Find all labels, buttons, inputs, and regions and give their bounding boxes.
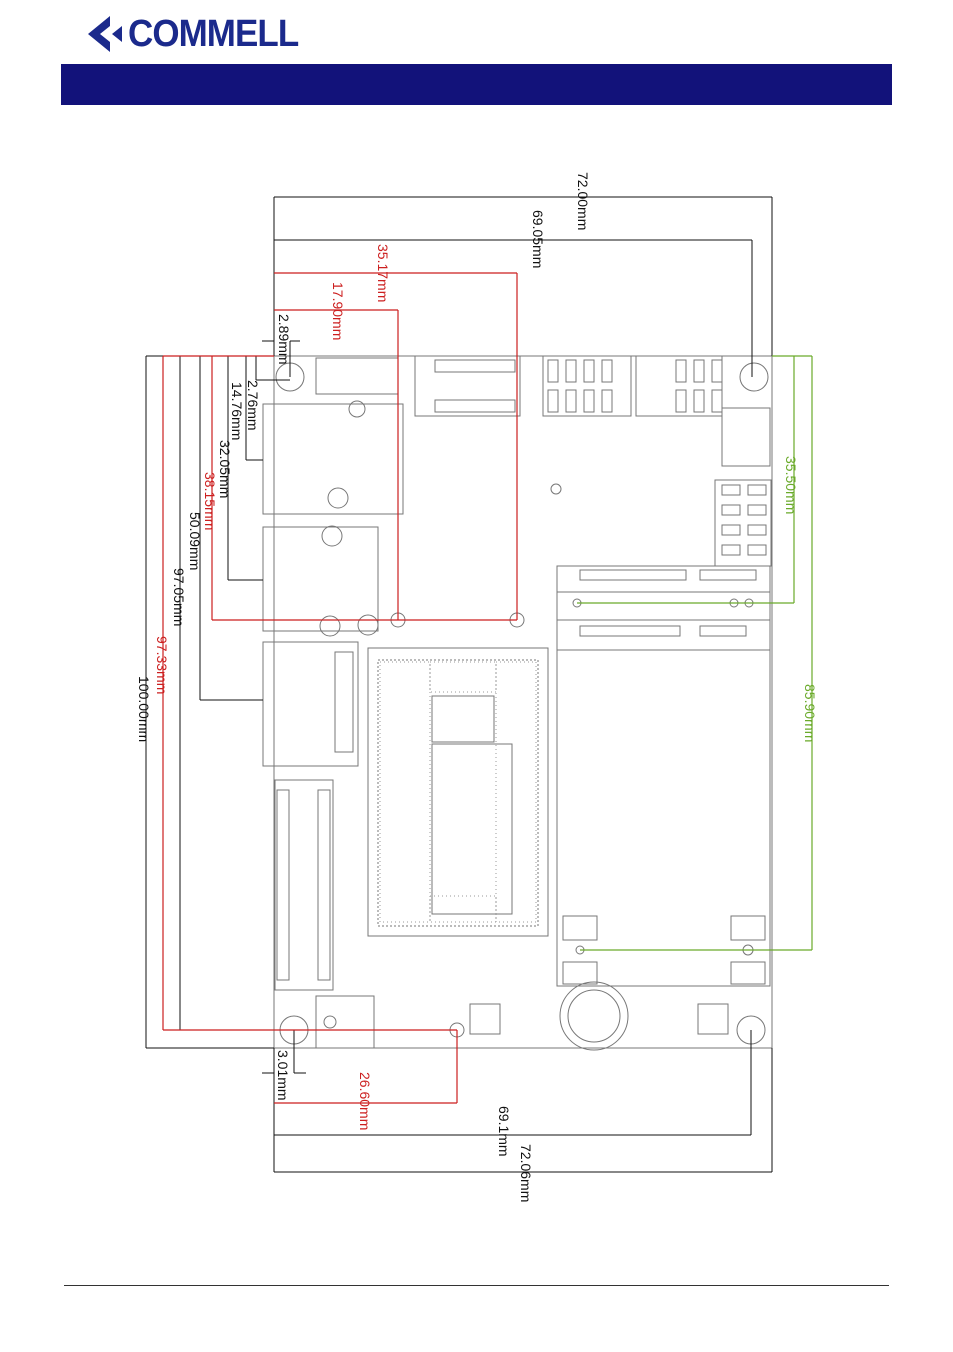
green-dimension-lines	[577, 355, 813, 951]
red-dimension-lines	[162, 272, 518, 1104]
dim-bottom-3-01: 3.01mm	[275, 1050, 291, 1101]
dim-left-2-89: 2.89mm	[276, 314, 292, 365]
dim-left-100-00: 100.00mm	[136, 676, 152, 742]
dim-red-35-17: 35.17mm	[375, 244, 391, 302]
dim-red-17-90: 17.90mm	[330, 282, 346, 340]
dim-top-72-00: 72.00mm	[575, 172, 591, 230]
dim-red-38-15: 38.15mm	[202, 472, 218, 530]
dim-bottom-72-06: 72.06mm	[518, 1144, 534, 1202]
dim-left-50-09: 50.09mm	[187, 512, 203, 570]
brand-name: COMMELL	[128, 12, 299, 55]
dim-left-14-76: 14.76mm	[229, 382, 245, 440]
dim-top-69-05: 69.05mm	[530, 210, 546, 268]
commell-logo: COMMELL	[80, 8, 313, 60]
connector-pins	[276, 359, 767, 981]
black-dimension-lines	[145, 196, 773, 1173]
dim-bottom-69-1: 69.1mm	[496, 1106, 512, 1157]
footer-divider	[64, 1285, 889, 1286]
cpu-bga-pattern	[379, 661, 537, 923]
dim-left-97-05: 97.05mm	[171, 568, 187, 626]
dim-green-35-50: 35.50mm	[783, 456, 799, 514]
header-bar	[61, 64, 892, 105]
dim-green-85-90: 85.90mm	[802, 684, 818, 742]
dim-red-97-33: 97.33mm	[154, 636, 170, 694]
commell-logo-icon	[88, 16, 122, 52]
dim-left-2-76: 2.76mm	[245, 380, 261, 431]
dim-red-26-60: 26.60mm	[357, 1072, 373, 1130]
dim-left-32-05: 32.05mm	[217, 440, 233, 498]
board-outline	[262, 355, 773, 1051]
